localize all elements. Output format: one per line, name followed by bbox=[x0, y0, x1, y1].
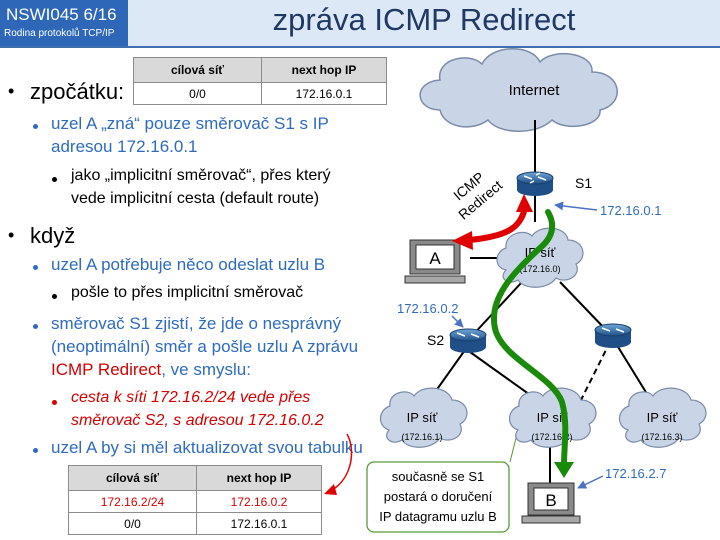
table-update-connector bbox=[331, 433, 353, 491]
network-cloud-172-16-2: IP síť (172.16.2) bbox=[508, 387, 597, 448]
text-route-to-net: cesta k síti 172.16.2/24 vede přes bbox=[71, 389, 311, 406]
column-header-destination: cílová síť bbox=[68, 465, 197, 491]
text-router-detects-3: ICMP Redirect, ve smyslu: bbox=[51, 360, 251, 380]
network-address: (172.16.3) bbox=[641, 432, 682, 442]
internet-label: Internet bbox=[509, 82, 561, 99]
icmp-redirect-arrow bbox=[467, 205, 528, 243]
routing-table-updated: cílová síť next hop IP 172.16.2/24 172.1… bbox=[68, 465, 322, 535]
table-row: 0/0 172.16.0.1 bbox=[68, 512, 322, 535]
network-label: IP síť bbox=[537, 410, 568, 425]
bullet-icon bbox=[33, 448, 38, 453]
text-router-detects: směrovač S1 zjistí, že jde o nesprávný bbox=[51, 314, 342, 333]
datagram-arrowhead bbox=[554, 462, 574, 478]
bullet-icon bbox=[52, 177, 57, 182]
course-code: NSWI045 6/16 bbox=[6, 5, 117, 24]
icmp-redirect-label: ICMP Redirect bbox=[450, 169, 505, 223]
bullet-icon bbox=[33, 324, 38, 329]
next-hop-cell: 172.16.0.1 bbox=[196, 512, 322, 535]
s2-ip-pointer bbox=[451, 315, 464, 328]
table-row: 0/0 172.16.0.1 bbox=[133, 82, 387, 105]
icmp-redirect-term: ICMP Redirect bbox=[51, 360, 162, 379]
bullet-icon bbox=[52, 400, 57, 405]
course-subtitle: Rodina protokolů TCP/IP bbox=[4, 28, 115, 39]
text-initially: zpočátku: bbox=[30, 79, 125, 104]
network-label: IP síť bbox=[407, 410, 438, 425]
internet-cloud: Internet bbox=[419, 48, 618, 132]
column-header-next-hop: next hop IP bbox=[196, 465, 322, 491]
router-s1-icon bbox=[516, 171, 554, 196]
bullet-icon bbox=[52, 294, 57, 299]
delivery-callout: současně se S1 postará o doručení IP dat… bbox=[366, 461, 510, 533]
host-b-ip-pointer bbox=[577, 475, 604, 489]
callout-line-2: postará o doručení bbox=[384, 489, 493, 504]
header-rule bbox=[0, 46, 720, 48]
routing-table-initial: cílová síť next hop IP 0/0 172.16.0.1 bbox=[133, 57, 387, 105]
host-b-ip: 172.16.2.7 bbox=[605, 466, 666, 481]
table-update-arrowhead bbox=[324, 484, 337, 495]
network-address: (172.16.0) bbox=[519, 264, 560, 274]
text-default-router-2: vede implicitní cesta (default route) bbox=[71, 190, 320, 207]
router-s2-label: S2 bbox=[427, 332, 444, 348]
text-in-sense: , ve smyslu: bbox=[161, 360, 251, 379]
text-via-default: pošle to přes implicitní směrovač bbox=[71, 284, 304, 301]
destination-cell: 0/0 bbox=[68, 512, 197, 535]
callout-line-1: současně se S1 bbox=[392, 469, 485, 484]
host-a-label: A bbox=[429, 249, 441, 268]
column-header-destination: cílová síť bbox=[133, 57, 262, 83]
bullet-icon bbox=[33, 265, 38, 270]
table-row: 172.16.2/24 172.16.0.2 bbox=[68, 490, 322, 513]
text-node-a-knows-2: adresou 172.16.0.1 bbox=[51, 137, 198, 156]
table-header-row: cílová síť next hop IP bbox=[133, 57, 387, 83]
column-header-next-hop: next hop IP bbox=[261, 57, 387, 83]
host-a-computer-icon: A bbox=[404, 239, 466, 284]
next-hop-cell: 172.16.0.1 bbox=[261, 82, 387, 105]
icmp-arrowhead-left bbox=[452, 231, 473, 250]
destination-cell: 0/0 bbox=[133, 82, 262, 105]
network-address: (172.16.1) bbox=[401, 432, 442, 442]
router-s1-label: S1 bbox=[575, 175, 592, 191]
bullet-icon: • bbox=[8, 81, 15, 101]
network-cloud-172-16-1: IP síť (172.16.1) bbox=[379, 387, 468, 448]
text-when: když bbox=[30, 223, 76, 248]
bullet-icon bbox=[33, 124, 38, 129]
text-node-a-knows: uzel A „zná“ pouze směrovač S1 s IP bbox=[51, 114, 329, 133]
host-b-computer-icon: B bbox=[521, 482, 581, 524]
router-s2-icon bbox=[449, 328, 487, 353]
host-b-label: B bbox=[545, 491, 556, 510]
router-3-icon bbox=[594, 323, 632, 348]
router-s1-ip: 172.16.0.1 bbox=[600, 203, 661, 218]
table-header-row: cílová síť next hop IP bbox=[68, 465, 322, 491]
router-s2-ip: 172.16.0.2 bbox=[397, 301, 458, 316]
bullet-icon: • bbox=[8, 225, 15, 245]
text-node-a-sends: uzel A potřebuje něco odeslat uzlu B bbox=[51, 255, 326, 274]
network-label: IP síť bbox=[647, 410, 678, 425]
course-box: NSWI045 6/16 Rodina protokolů TCP/IP bbox=[0, 0, 128, 46]
slide-title: zpráva ICMP Redirect bbox=[272, 2, 576, 37]
text-default-router: jako „implicitní směrovač“, přes který bbox=[71, 167, 331, 184]
next-hop-cell: 172.16.0.2 bbox=[196, 490, 322, 513]
callout-line-3: IP datagramu uzlu B bbox=[379, 509, 497, 524]
destination-cell: 172.16.2/24 bbox=[68, 490, 197, 513]
icmp-arrowhead-up bbox=[516, 194, 533, 212]
datagram-path-green bbox=[491, 209, 569, 467]
network-address: (172.16.2) bbox=[531, 432, 572, 442]
network-cloud-172-16-3: IP síť (172.16.3) bbox=[618, 387, 707, 448]
text-route-to-net-2: směrovač S2, s adresou 172.16.0.2 bbox=[71, 412, 324, 429]
text-node-a-updates: uzel A by si měl aktualizovat svou tabul… bbox=[51, 438, 363, 457]
s1-ip-pointer bbox=[554, 201, 598, 211]
text-router-detects-2: (neoptimální) směr a pošle uzlu A zprávu bbox=[51, 337, 359, 356]
